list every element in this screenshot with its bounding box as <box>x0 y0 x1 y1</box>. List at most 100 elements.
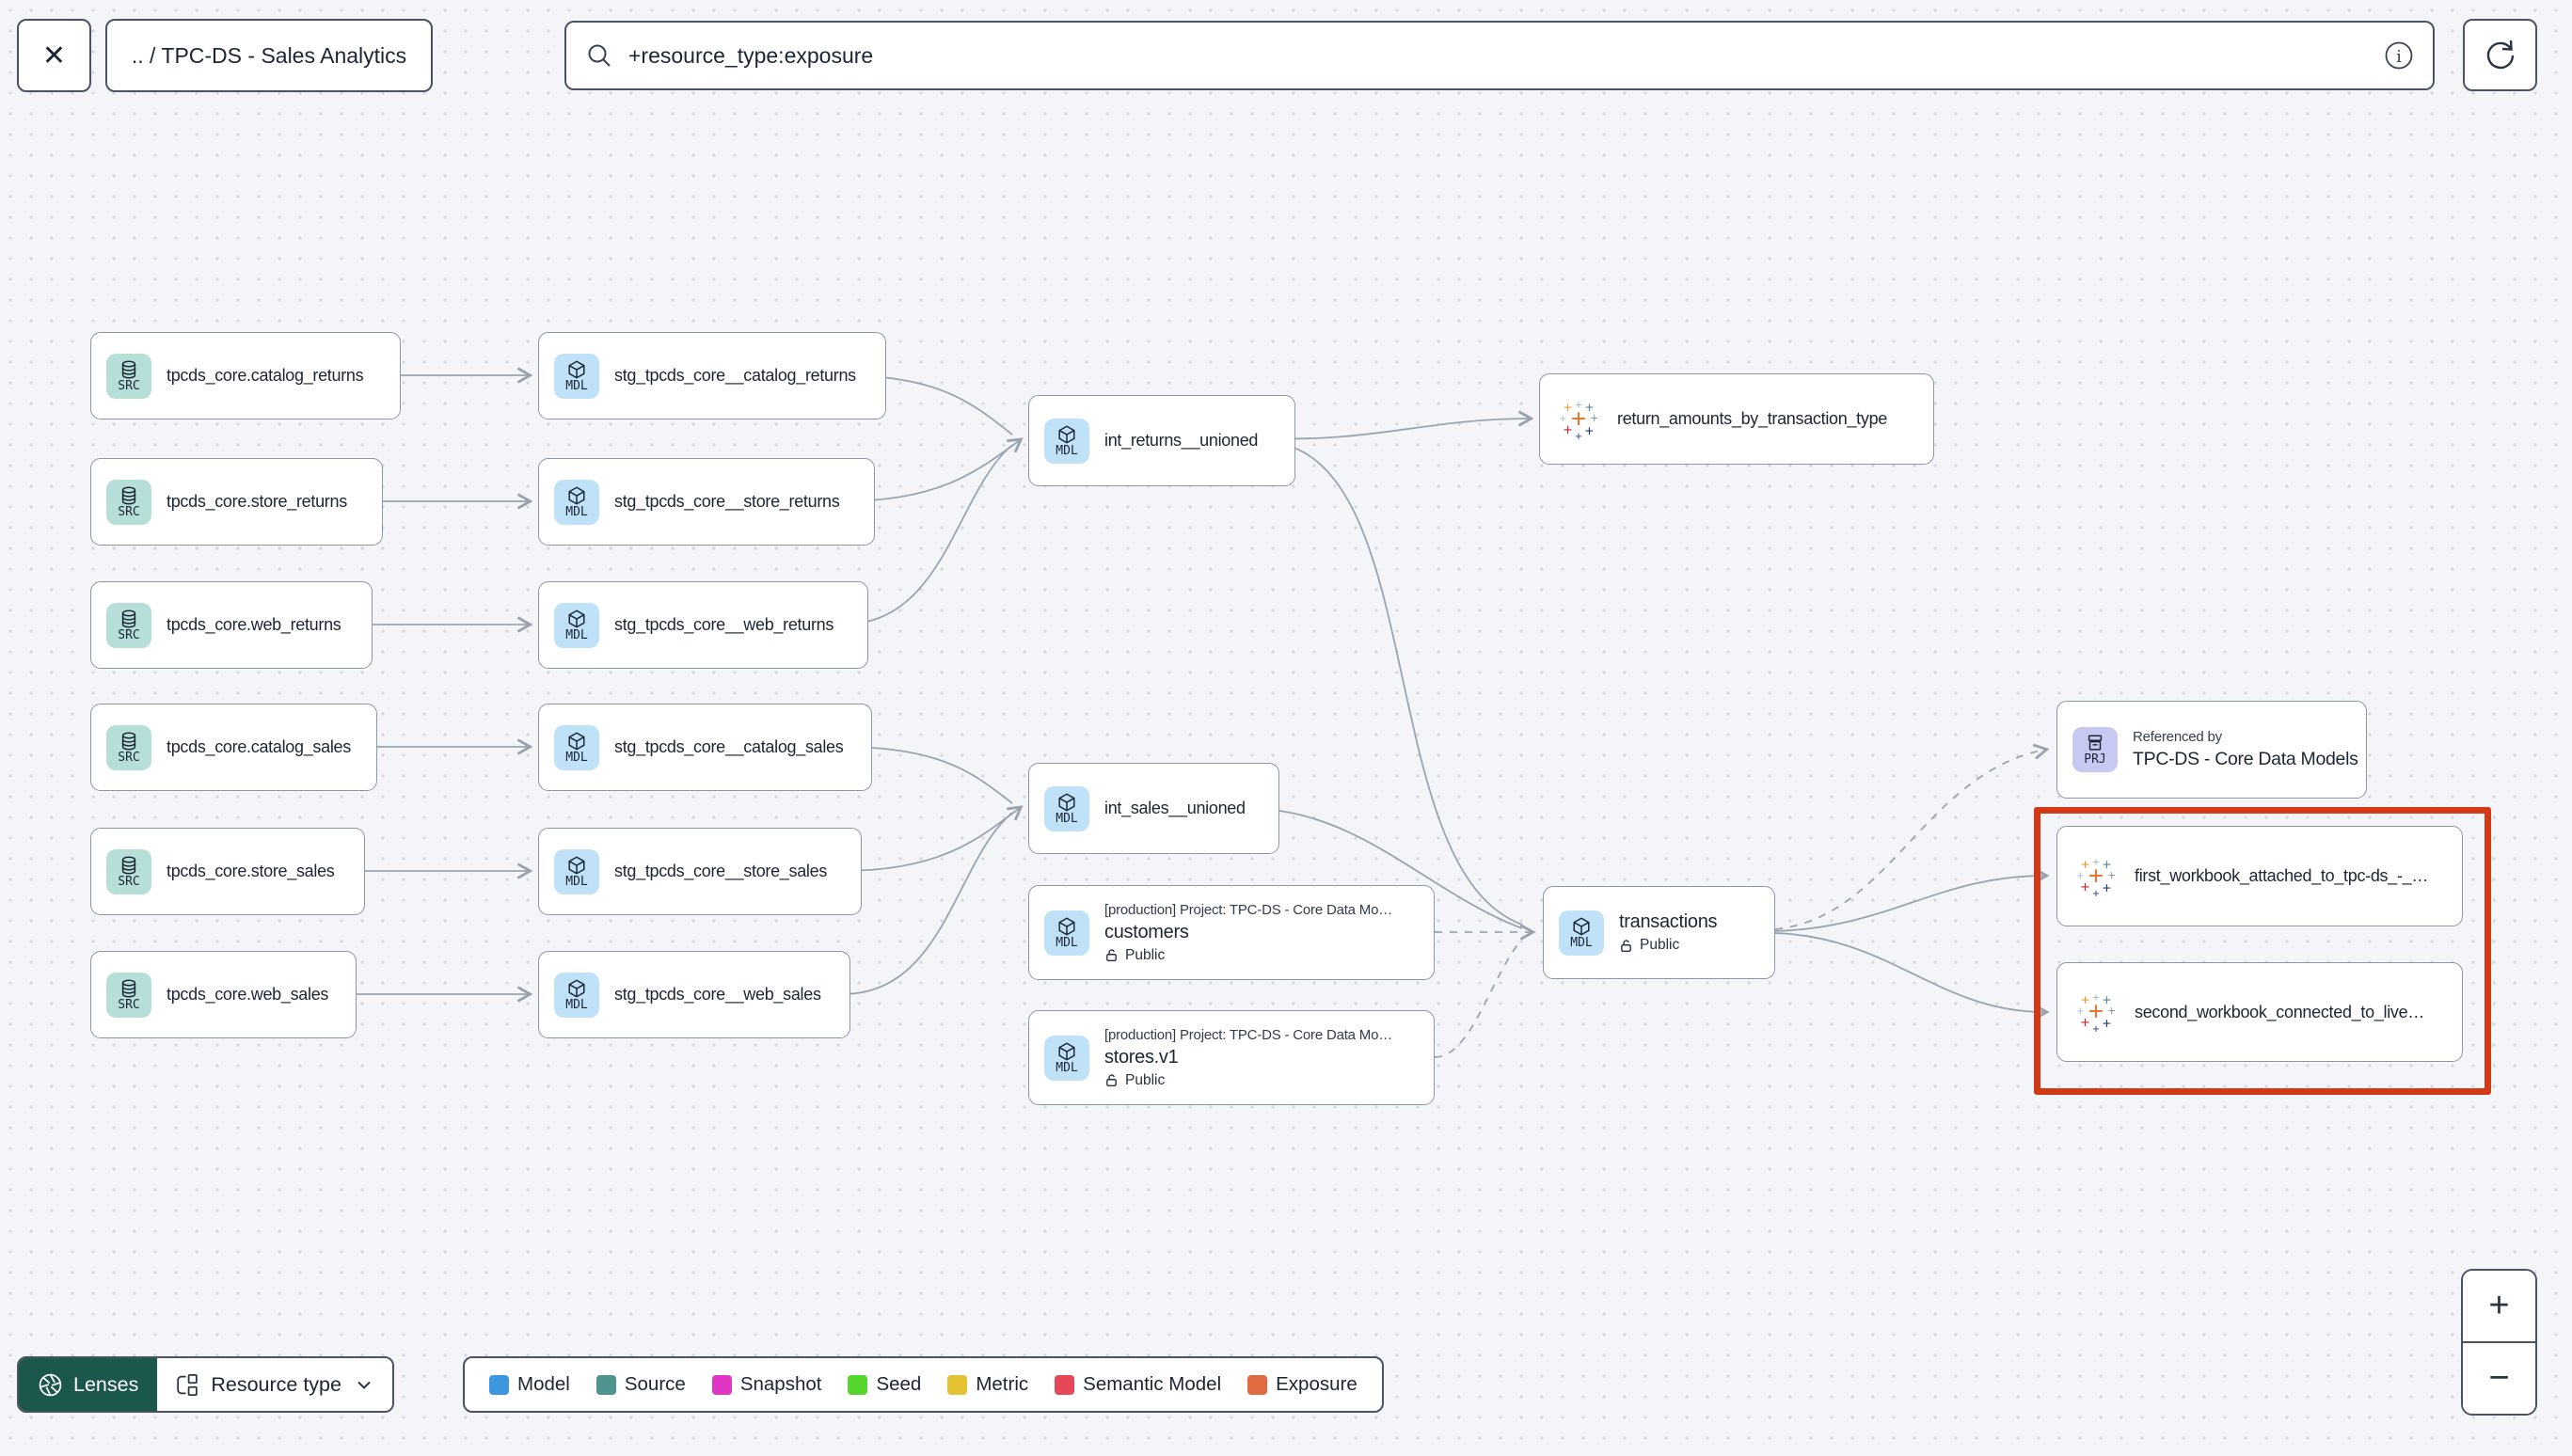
svg-text:+: + <box>2081 993 2089 1009</box>
node-source-catalog-returns[interactable]: SRC tpcds_core.catalog_returns <box>90 332 401 419</box>
node-label: TPC-DS - Core Data Models <box>2133 749 2358 769</box>
seed-swatch <box>848 1374 868 1395</box>
tableau-icon: +++ +++ +++ <box>2077 855 2116 899</box>
node-stg-catalog-sales[interactable]: MDL stg_tpcds_core__catalog_sales <box>538 704 872 791</box>
node-label: stg_tpcds_core__store_sales <box>614 862 828 880</box>
zoom-out-button[interactable]: − <box>2463 1341 2535 1414</box>
node-stg-web-returns[interactable]: MDL stg_tpcds_core__web_returns <box>538 581 868 669</box>
model-tag: MDL <box>554 724 599 770</box>
node-project-ref[interactable]: PRJ Referenced by TPC-DS - Core Data Mod… <box>2056 701 2367 799</box>
edge <box>1269 441 1523 926</box>
breadcrumb[interactable]: .. / TPC-DS - Sales Analytics <box>105 19 433 92</box>
cube-icon <box>568 359 585 379</box>
svg-text:+: + <box>2081 857 2089 873</box>
svg-text:+: + <box>2108 1004 2116 1018</box>
semantic-model-swatch <box>1055 1374 1075 1395</box>
node-access: Public <box>1619 937 1717 954</box>
search-input[interactable] <box>627 41 2371 70</box>
svg-text:+: + <box>1564 400 1572 416</box>
node-label: stg_tpcds_core__web_returns <box>614 615 834 634</box>
tableau-icon: +++ +++ +++ <box>1560 398 1598 442</box>
node-access: Public <box>1104 1072 1392 1089</box>
node-source-store-sales[interactable]: SRC tpcds_core.store_sales <box>90 828 365 915</box>
tableau-icon: +++ +++ +++ <box>2077 991 2116 1036</box>
database-icon <box>121 856 136 874</box>
node-label: tpcds_core.store_sales <box>167 862 335 880</box>
node-source-web-returns[interactable]: SRC tpcds_core.web_returns <box>90 581 373 669</box>
model-tag: MDL <box>1044 418 1089 464</box>
zoom-in-button[interactable]: + <box>2463 1271 2535 1341</box>
node-label: int_sales__unioned <box>1104 799 1246 817</box>
node-stg-store-sales[interactable]: MDL stg_tpcds_core__store_sales <box>538 828 862 915</box>
node-source-web-sales[interactable]: SRC tpcds_core.web_sales <box>90 951 357 1038</box>
node-stg-web-sales[interactable]: MDL stg_tpcds_core__web_sales <box>538 951 850 1038</box>
svg-text:+: + <box>2092 991 2099 1005</box>
svg-text:+: + <box>2103 857 2111 873</box>
node-label: stg_tpcds_core__web_sales <box>614 985 821 1004</box>
svg-text:+: + <box>2103 880 2111 896</box>
node-label: customers <box>1104 921 1189 942</box>
node-label: first_workbook_attached_to_tpc-ds_-_… <box>2135 866 2429 885</box>
resource-graph-icon <box>177 1373 198 1396</box>
node-source-store-returns[interactable]: SRC tpcds_core.store_returns <box>90 458 383 546</box>
svg-text:+: + <box>1575 398 1581 411</box>
close-button[interactable]: ✕ <box>17 19 91 92</box>
svg-text:+: + <box>2092 1022 2099 1036</box>
legend-item-snapshot: Snapshot <box>711 1373 821 1396</box>
resource-type-dropdown[interactable]: Resource type <box>157 1358 392 1411</box>
node-int-returns-unioned[interactable]: MDL int_returns__unioned <box>1028 395 1295 486</box>
model-tag: MDL <box>554 602 599 648</box>
node-label: tpcds_core.web_sales <box>167 985 329 1004</box>
svg-text:+: + <box>1564 420 1573 438</box>
svg-text:+: + <box>2092 855 2099 868</box>
node-label: return_amounts_by_transaction_type <box>1617 409 1887 428</box>
svg-text:+: + <box>2077 869 2084 882</box>
svg-text:+: + <box>2081 1014 2090 1032</box>
model-tag: MDL <box>1044 785 1089 831</box>
info-icon[interactable]: i <box>2384 40 2414 71</box>
legend-item-metric: Metric <box>947 1373 1028 1396</box>
model-tag: MDL <box>1559 910 1604 956</box>
cube-icon <box>568 609 585 628</box>
exposure-highlight-rect <box>2034 807 2491 1095</box>
svg-text:+: + <box>1575 429 1581 442</box>
node-label: int_returns__unioned <box>1104 431 1259 450</box>
node-source-catalog-sales[interactable]: SRC tpcds_core.catalog_sales <box>90 704 377 791</box>
node-stg-store-returns[interactable]: MDL stg_tpcds_core__store_returns <box>538 458 875 546</box>
database-icon <box>121 609 136 627</box>
edge <box>841 746 1013 804</box>
cube-icon <box>1058 424 1075 444</box>
svg-text:+: + <box>2092 886 2099 899</box>
model-tag: MDL <box>554 353 599 399</box>
node-exposure-first-workbook[interactable]: +++ +++ +++ first_workbook_attached_to_t… <box>2056 826 2463 926</box>
source-swatch <box>595 1374 616 1395</box>
svg-text:+: + <box>2103 993 2111 1009</box>
node-label: tpcds_core.catalog_sales <box>167 737 351 756</box>
node-stg-catalog-returns[interactable]: MDL stg_tpcds_core__catalog_returns <box>538 332 886 419</box>
node-int-sales-unioned[interactable]: MDL int_sales__unioned <box>1028 763 1279 854</box>
refresh-icon <box>2486 40 2514 69</box>
node-exposure-second-workbook[interactable]: +++ +++ +++ second_workbook_connected_to… <box>2056 962 2463 1062</box>
node-exposure-return-amounts[interactable]: +++ +++ +++ return_amounts_by_transactio… <box>1539 373 1934 465</box>
unlock-icon <box>1106 949 1117 962</box>
lenses-button[interactable]: Lenses <box>19 1358 158 1411</box>
node-stores-v1[interactable]: MDL [production] Project: TPC-DS - Core … <box>1028 1010 1435 1105</box>
zoom-controls: + − <box>2461 1269 2537 1416</box>
snapshot-swatch <box>711 1374 732 1395</box>
node-transactions[interactable]: MDL transactions Public <box>1543 886 1775 979</box>
search-bar: i <box>564 21 2435 90</box>
model-swatch <box>489 1374 509 1395</box>
source-tag: SRC <box>106 724 151 770</box>
archive-box-icon <box>2088 735 2103 751</box>
node-customers[interactable]: MDL [production] Project: TPC-DS - Core … <box>1028 885 1435 980</box>
node-label: stg_tpcds_core__catalog_sales <box>614 737 844 756</box>
refresh-button[interactable] <box>2463 19 2537 91</box>
model-tag: MDL <box>1044 910 1089 956</box>
node-label: tpcds_core.catalog_returns <box>167 366 364 385</box>
svg-text:+: + <box>2077 1005 2084 1018</box>
svg-text:i: i <box>2396 47 2402 67</box>
source-tag: SRC <box>106 479 151 525</box>
resource-type-legend: Model Source Snapshot Seed Metric Semant… <box>463 1356 1384 1413</box>
